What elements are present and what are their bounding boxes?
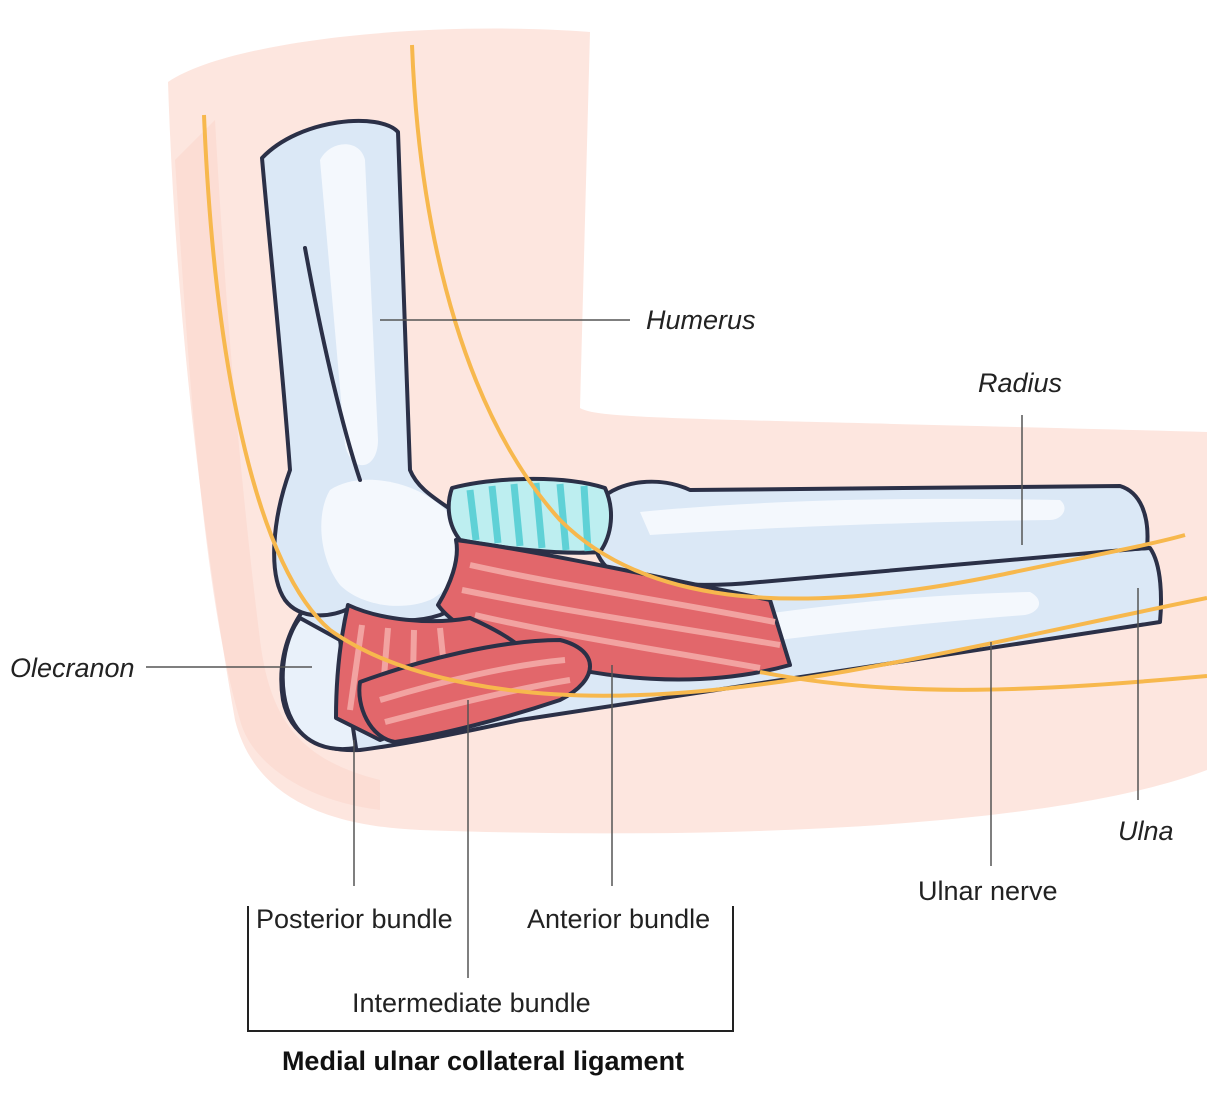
diagram-caption: Medial ulnar collateral ligament bbox=[281, 1046, 685, 1076]
skin-inner-shade bbox=[175, 120, 380, 810]
label-humerus: Humerus bbox=[646, 305, 756, 335]
label-posterior-bundle: Posterior bundle bbox=[256, 904, 453, 934]
label-anterior-bundle: Anterior bundle bbox=[527, 904, 711, 934]
humerus-condyle bbox=[321, 479, 461, 606]
ulnar-nerve-path bbox=[202, 114, 1207, 698]
intermediate-bundle-stripes bbox=[379, 657, 571, 725]
label-intermediate-bundle: Intermediate bundle bbox=[352, 988, 591, 1018]
label-ulna: Ulna bbox=[1118, 816, 1174, 846]
nerve-lines bbox=[202, 44, 1207, 698]
cartilage-stripes bbox=[466, 482, 592, 552]
anterior-bundle-stripes bbox=[461, 562, 781, 671]
label-radius: Radius bbox=[978, 368, 1063, 398]
humerus-contour-line bbox=[303, 246, 362, 482]
leader-lines bbox=[146, 319, 1139, 978]
label-ulnar-nerve: Ulnar nerve bbox=[918, 876, 1058, 906]
median-nerve-path bbox=[410, 44, 1186, 601]
humerus-highlight bbox=[320, 144, 378, 466]
radial-nerve-path bbox=[759, 670, 1207, 692]
label-olecranon: Olecranon bbox=[10, 653, 135, 683]
ligament-bundle-bracket bbox=[247, 906, 734, 1032]
radius-highlight bbox=[640, 498, 1065, 535]
